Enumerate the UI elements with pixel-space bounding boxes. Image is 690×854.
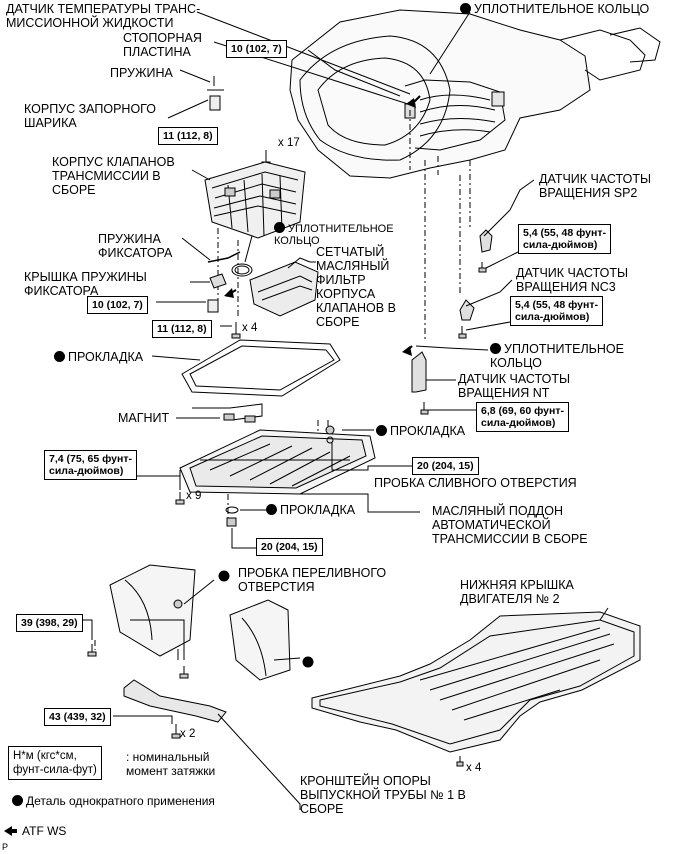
torque-box-6: 5,4 (55, 48 фунт- сила-дюймов) bbox=[510, 296, 603, 326]
label-detent-spring-cover: КРЫШКА ПРУЖИНЫ ФИКСАТОРА bbox=[24, 270, 147, 298]
label-gasket-1: ПРОКЛАДКА bbox=[54, 350, 143, 364]
label-overflow-plug: ПРОБКА ПЕРЕЛИВНОГО ОТВЕРСТИЯ bbox=[238, 566, 387, 594]
legend-torque-key: Н*м (кгс*см, фунт-сила-фут) bbox=[8, 746, 102, 780]
single-use-icon bbox=[376, 425, 387, 436]
transmission-case bbox=[289, 9, 661, 179]
gasket-drawing bbox=[181, 339, 341, 397]
torque-box-7: 6,8 (69, 60 фунт- сила-дюймов) bbox=[476, 402, 569, 432]
torque-box-1: 10 (102, 7) bbox=[226, 40, 287, 58]
label-oring-nt-text: УПЛОТНИТЕЛЬНОЕ КОЛЬЦО bbox=[490, 342, 624, 370]
torque-box-4: 11 (112, 8) bbox=[152, 320, 212, 338]
label-gasket-3: ПРОКЛАДКА bbox=[266, 503, 355, 517]
legend-single-use-text: Деталь однократного применения bbox=[26, 794, 215, 808]
valve-body-drawing bbox=[204, 161, 306, 239]
label-engine-under-cover: НИЖНЯЯ КРЫШКА ДВИГАТЕЛЯ № 2 bbox=[460, 578, 574, 606]
label-nt-sensor: ДАТЧИК ЧАСТОТЫ ВРАЩЕНИЯ NT bbox=[458, 372, 571, 400]
label-gasket-2-text: ПРОКЛАДКА bbox=[390, 424, 466, 438]
label-sp2-sensor: ДАТЧИК ЧАСТОТЫ ВРАЩЕНИЯ SP2 bbox=[539, 172, 652, 200]
legend-single-use: Деталь однократного применения bbox=[12, 794, 215, 808]
multiplier-x9: x 9 bbox=[186, 490, 202, 502]
torque-box-2: 11 (112, 8) bbox=[158, 127, 218, 145]
engine-cover-drawing bbox=[311, 611, 641, 753]
label-oring-strainer: УПЛОТНИТЕЛЬНОЕ КОЛЬЦО bbox=[274, 222, 394, 247]
label-stop-plate: СТОПОРНАЯ ПЛАСТИНА bbox=[123, 31, 202, 59]
legend-atf: ATF WS bbox=[22, 824, 67, 838]
single-use-icon bbox=[274, 222, 285, 233]
label-oring-top-text: УПЛОТНИТЕЛЬНОЕ КОЛЬЦО bbox=[474, 2, 650, 16]
label-gasket-1-text: ПРОКЛАДКА bbox=[68, 350, 144, 364]
label-drain-plug: ПРОБКА СЛИВНОГО ОТВЕРСТИЯ bbox=[374, 476, 577, 490]
label-strainer: СЕТЧАТЫЙ МАСЛЯНЫЙ ФИЛЬТР КОРПУСА КЛАПАНО… bbox=[316, 245, 396, 329]
strainer-drawing bbox=[249, 257, 319, 317]
legend-torque-desc: : номинальный момент затяжки bbox=[126, 750, 216, 778]
label-detent-spring: ПРУЖИНА ФИКСАТОРА bbox=[98, 232, 173, 260]
label-oring-strainer-text: УПЛОТНИТЕЛЬНОЕ КОЛЬЦО bbox=[274, 223, 394, 247]
label-gasket-2: ПРОКЛАДКА bbox=[376, 424, 465, 438]
label-check-ball-body: КОРПУС ЗАПОРНОГО ШАРИКА bbox=[24, 102, 156, 130]
multiplier-x2: x 2 bbox=[180, 728, 196, 740]
single-use-icon bbox=[490, 343, 501, 354]
label-magnet: МАГНИТ bbox=[118, 411, 170, 425]
label-oring-top: УПЛОТНИТЕЛЬНОЕ КОЛЬЦО bbox=[460, 2, 649, 16]
single-use-icon bbox=[12, 795, 23, 806]
oil-pan-drawing bbox=[179, 429, 376, 495]
torque-box-3: 10 (102, 7) bbox=[87, 296, 148, 314]
multiplier-x4-strainer: x 4 bbox=[242, 322, 258, 334]
label-spring: ПРУЖИНА bbox=[110, 66, 173, 80]
single-use-icon bbox=[266, 504, 277, 515]
bracket-drawing bbox=[123, 679, 227, 723]
label-exhaust-bracket: КРОНШТЕЙН ОПОРЫ ВЫПУСКНОЙ ТРУБЫ № 1 В СБ… bbox=[300, 774, 466, 816]
multiplier-x4-cover: x 4 bbox=[466, 762, 482, 774]
single-use-icon bbox=[54, 351, 65, 362]
torque-box-12: 43 (439, 32) bbox=[44, 708, 111, 726]
torque-box-8: 7,4 (75, 65 фунт- сила-дюймов) bbox=[44, 450, 137, 480]
torque-box-5: 5,4 (55, 48 фунт- сила-дюймов) bbox=[518, 224, 611, 254]
label-gasket-3-text: ПРОКЛАДКА bbox=[280, 503, 356, 517]
torque-box-9: 20 (204, 15) bbox=[412, 457, 479, 475]
label-fluid-temp-sensor: ДАТЧИК ТЕМПЕРАТУРЫ ТРАНС- МИССИОННОЙ ЖИД… bbox=[6, 2, 201, 30]
single-use-icon bbox=[460, 3, 471, 14]
label-oil-pan: МАСЛЯНЫЙ ПОДДОН АВТОМАТИЧЕСКОЙ ТРАНСМИСС… bbox=[432, 504, 588, 546]
label-oring-nt: УПЛОТНИТЕЛЬНОЕ КОЛЬЦО bbox=[490, 342, 624, 370]
multiplier-x17: x 17 bbox=[278, 137, 300, 149]
label-nc3-sensor: ДАТЧИК ЧАСТОТЫ ВРАЩЕНИЯ NC3 bbox=[516, 266, 629, 294]
label-valve-body: КОРПУС КЛАПАНОВ ТРАНСМИССИИ В СБОРЕ bbox=[52, 155, 175, 197]
torque-box-10: 20 (204, 15) bbox=[256, 538, 323, 556]
corner-mark: P bbox=[2, 842, 9, 852]
torque-box-11: 39 (398, 29) bbox=[16, 614, 83, 632]
